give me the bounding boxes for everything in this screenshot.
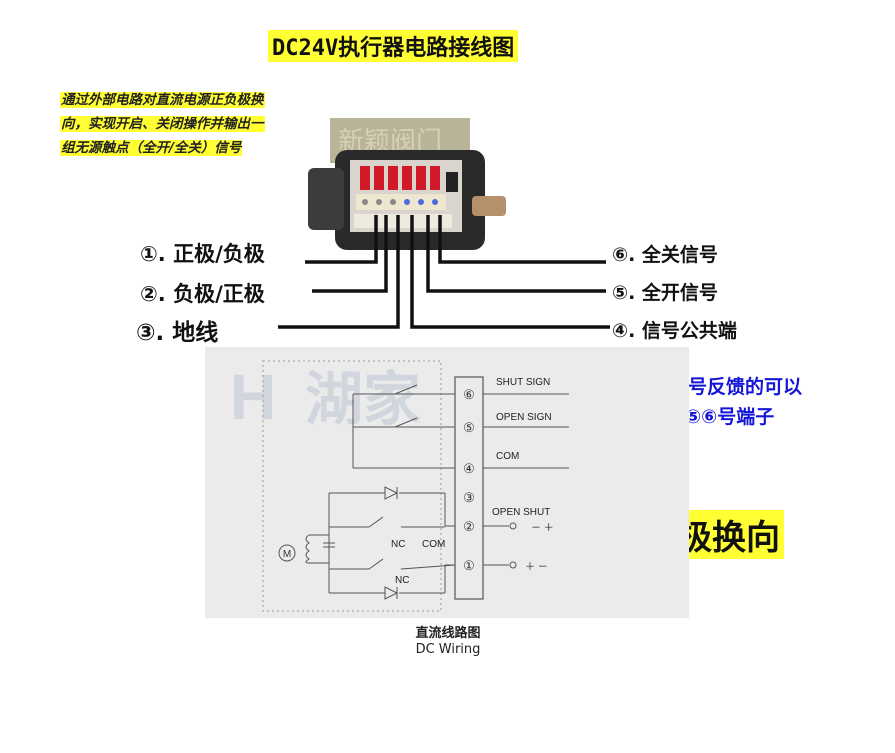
cable-gland xyxy=(472,196,506,216)
diagram-labels: SHUT SIGN OPEN SIGN COM OPEN SHUT － ＋ ＋ … xyxy=(391,377,554,586)
label-terminal-5: ⑤. 全开信号 xyxy=(612,282,718,304)
motor-circuit xyxy=(309,492,456,594)
svg-text:COM: COM xyxy=(496,451,519,462)
label-terminal-1: ①. 正极/负极 xyxy=(140,242,265,266)
terminal-numbers: ⑥ ⑤ ④ ③ ② ① xyxy=(463,387,475,573)
svg-text:⑤: ⑤ xyxy=(463,420,475,435)
external-wires xyxy=(483,393,569,566)
svg-text:－ ＋: － ＋ xyxy=(531,523,554,534)
svg-text:③: ③ xyxy=(463,490,475,505)
note-line-3: 组无源触点（全开/全关）信号 xyxy=(60,140,243,156)
wiring-diagram-panel: H 湖家 ⑥ ⑤ ④ ③ ② ① SHUT SIGN OPEN SIGN COM xyxy=(205,347,689,618)
wiring-diagram: H 湖家 ⑥ ⑤ ④ ③ ② ① SHUT SIGN OPEN SIGN COM xyxy=(230,360,569,612)
svg-text:COM: COM xyxy=(422,539,445,550)
actuator-enclosure xyxy=(262,360,442,612)
note-line-1: 通过外部电路对直流电源正负极换 xyxy=(60,92,265,108)
svg-text:④: ④ xyxy=(463,461,475,476)
svg-text:OPEN SHUT: OPEN SHUT xyxy=(492,507,550,518)
svg-text:②: ② xyxy=(463,519,475,534)
note-line-2: 向，实现开启、关闭操作并输出一 xyxy=(60,116,265,132)
diagram-caption: 直流线路图 DC Wiring xyxy=(390,626,506,658)
label-terminal-2: ②. 负极/正极 xyxy=(140,282,265,306)
terminal-strip xyxy=(454,376,484,600)
page-title: DC24V执行器电路接线图 xyxy=(268,30,519,62)
svg-text:①: ① xyxy=(463,558,475,573)
signal-switches xyxy=(352,384,455,469)
label-terminal-4: ④. 信号公共端 xyxy=(612,320,737,342)
leader-lines xyxy=(278,215,610,329)
label-terminal-6: ⑥. 全关信号 xyxy=(612,244,718,266)
motor-symbol xyxy=(278,544,296,562)
svg-text:NC: NC xyxy=(391,539,405,550)
diode-top xyxy=(384,486,399,500)
description-note: 通过外部电路对直流电源正负极换 向，实现开启、关闭操作并输出一 组无源触点（全开… xyxy=(60,88,310,160)
diagram-watermark-logo: H xyxy=(230,361,276,433)
caption-cn: 直流线路图 xyxy=(415,626,481,641)
motor-label: M xyxy=(283,549,291,560)
motor-coil xyxy=(305,534,310,564)
svg-text:NC: NC xyxy=(395,575,409,586)
diagram-watermark: 湖家 xyxy=(305,367,421,432)
svg-text:SHUT SIGN: SHUT SIGN xyxy=(496,377,550,388)
actuator-side xyxy=(308,168,344,230)
terminal-2-end xyxy=(509,522,517,530)
svg-text:⑥: ⑥ xyxy=(463,387,475,402)
svg-text:OPEN SIGN: OPEN SIGN xyxy=(496,412,552,423)
label-terminal-3: ③. 地线 xyxy=(136,320,219,346)
svg-text:＋ －: ＋ － xyxy=(525,562,548,573)
diode-bottom xyxy=(384,586,399,600)
caption-en: DC Wiring xyxy=(415,642,481,657)
terminal-1-end xyxy=(509,561,517,569)
